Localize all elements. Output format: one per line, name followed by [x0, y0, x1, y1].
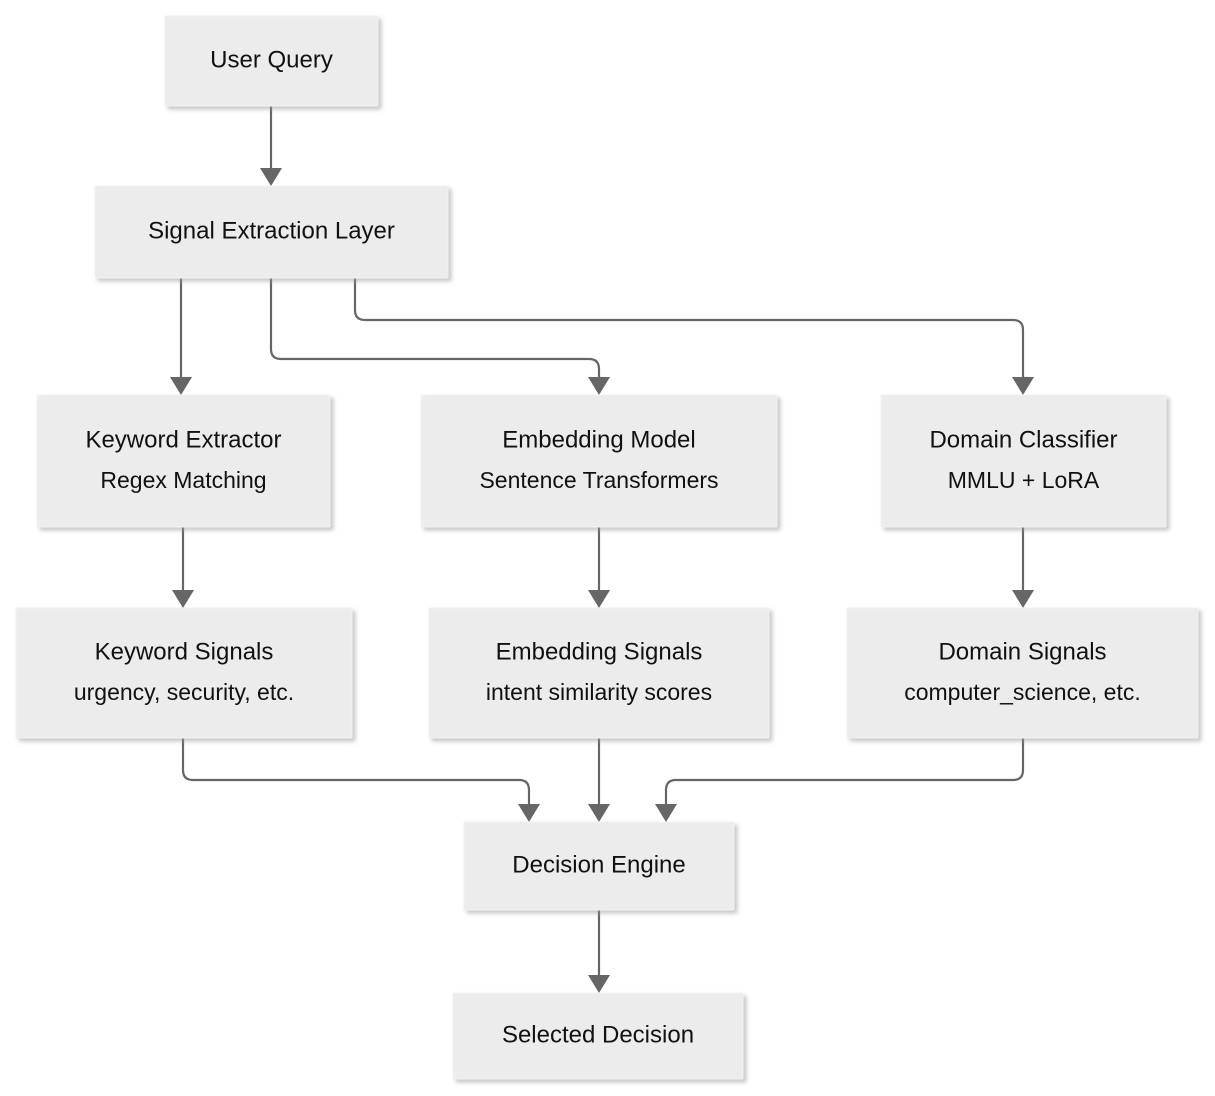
edges-layer	[170, 106, 1034, 993]
node-label-secondary: urgency, security, etc.	[74, 679, 294, 705]
node-label-primary: Keyword Signals	[95, 638, 274, 665]
node-box[interactable]	[94, 185, 449, 279]
node-selected-decision[interactable]: Selected Decision	[452, 992, 744, 1080]
edge-embedding-model-to-embedding-signals	[588, 527, 610, 608]
edge-embedding-signals-to-decision-engine	[588, 738, 610, 822]
node-keyword-signals[interactable]: Keyword Signals urgency, security, etc.	[15, 607, 353, 739]
node-box[interactable]	[463, 821, 735, 911]
node-label-primary: Selected Decision	[502, 1021, 694, 1048]
node-label-secondary: Sentence Transformers	[479, 467, 718, 493]
edge-line	[353, 278, 1025, 377]
node-signal-extraction-layer[interactable]: Signal Extraction Layer	[94, 185, 449, 279]
node-box[interactable]	[420, 394, 778, 528]
node-box[interactable]	[846, 607, 1199, 739]
node-user-query[interactable]: User Query	[164, 15, 379, 107]
node-label-primary: Embedding Model	[502, 426, 695, 453]
node-label-primary: User Query	[210, 46, 333, 73]
edge-arrowhead-icon	[588, 590, 610, 608]
edge-signal-extraction-to-embedding-model	[269, 278, 610, 395]
node-box[interactable]	[164, 15, 379, 107]
node-label-secondary: intent similarity scores	[486, 679, 712, 705]
node-domain-signals[interactable]: Domain Signals computer_science, etc.	[846, 607, 1199, 739]
edge-arrowhead-icon	[1012, 590, 1034, 608]
node-label-secondary: MMLU + LoRA	[948, 467, 1100, 493]
node-decision-engine[interactable]: Decision Engine	[463, 821, 735, 911]
edge-line	[269, 278, 601, 377]
edge-arrowhead-icon	[588, 975, 610, 993]
node-label-secondary: Regex Matching	[100, 467, 266, 493]
edge-user-query-to-signal-extraction	[260, 106, 282, 186]
edge-line	[181, 738, 531, 804]
edge-arrowhead-icon	[1012, 377, 1034, 395]
node-label-primary: Domain Signals	[938, 638, 1106, 665]
node-embedding-signals[interactable]: Embedding Signals intent similarity score…	[428, 607, 770, 739]
edge-arrowhead-icon	[518, 804, 540, 822]
edge-domain-classifier-to-domain-signals	[1012, 527, 1034, 608]
edge-arrowhead-icon	[172, 590, 194, 608]
node-box[interactable]	[428, 607, 770, 739]
edge-arrowhead-icon	[170, 377, 192, 395]
edge-keyword-signals-to-decision-engine	[181, 738, 540, 822]
node-label-primary: Signal Extraction Layer	[148, 217, 395, 244]
node-box[interactable]	[452, 992, 744, 1080]
edge-decision-engine-to-selected-decision	[588, 910, 610, 993]
node-label-primary: Decision Engine	[512, 851, 685, 878]
edge-arrowhead-icon	[588, 804, 610, 822]
node-box[interactable]	[36, 394, 331, 528]
edge-arrowhead-icon	[655, 804, 677, 822]
edge-arrowhead-icon	[260, 168, 282, 186]
edge-line	[664, 738, 1025, 804]
node-label-secondary: computer_science, etc.	[904, 679, 1141, 705]
node-box[interactable]	[15, 607, 353, 739]
node-label-primary: Domain Classifier	[929, 426, 1117, 453]
edge-keyword-extractor-to-keyword-signals	[172, 527, 194, 608]
edge-arrowhead-icon	[588, 377, 610, 395]
edge-signal-extraction-to-domain-classifier	[353, 278, 1034, 395]
node-label-primary: Keyword Extractor	[85, 426, 281, 453]
node-label-primary: Embedding Signals	[496, 638, 703, 665]
edge-signal-extraction-to-keyword-extractor	[170, 278, 192, 395]
node-box[interactable]	[880, 394, 1167, 528]
edge-domain-signals-to-decision-engine	[655, 738, 1025, 822]
